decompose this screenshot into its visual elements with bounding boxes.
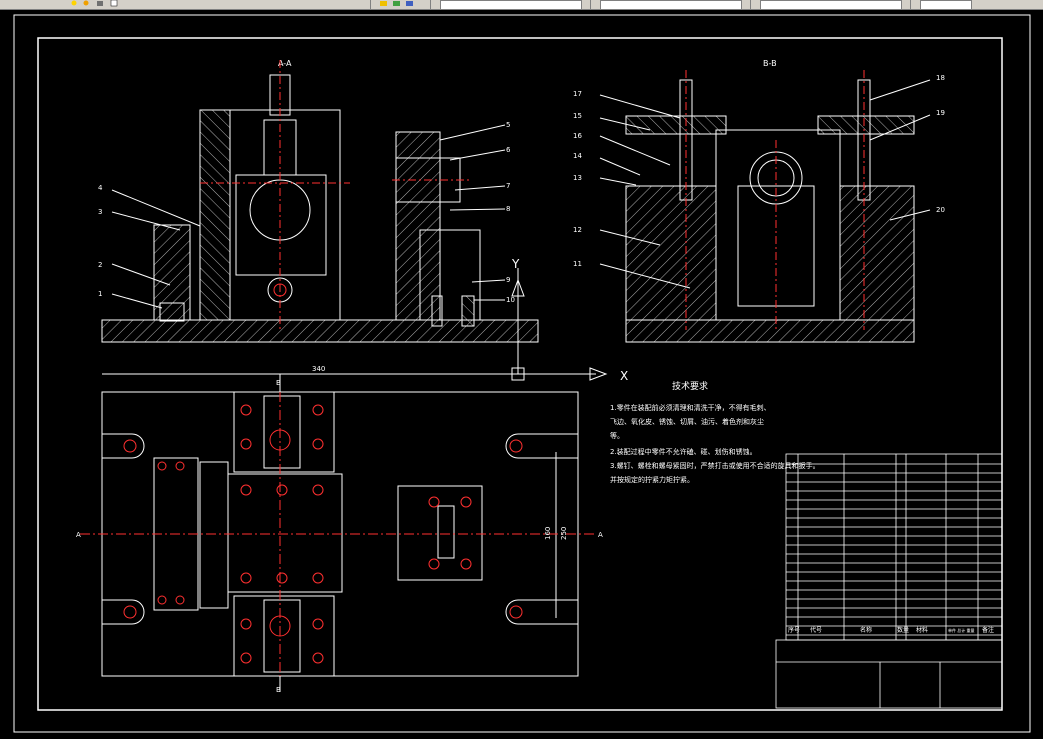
callout-13: 13 <box>573 174 582 182</box>
callout-17: 17 <box>573 90 582 98</box>
callout-20: 20 <box>936 206 945 214</box>
bom-header-name: 名称 <box>860 626 872 634</box>
callout-10: 10 <box>506 296 515 304</box>
dim-width: 340 <box>312 365 325 373</box>
callout-16: 16 <box>573 132 582 140</box>
section-b-b-view: B-B <box>599 59 931 343</box>
tech-line-1: 1.零件在装配前必须清理和清洗干净，不得有毛刺、 <box>610 403 771 412</box>
section-marker-b-top: B <box>276 379 281 387</box>
inner-frame <box>37 37 1003 711</box>
layer-state-icon[interactable] <box>406 0 414 7</box>
color-swatch-icon[interactable] <box>110 0 118 7</box>
bom-header-code: 代号 <box>810 626 822 634</box>
callout-1: 1 <box>98 290 102 298</box>
section-a-callouts: 4 3 2 1 5 6 7 8 9 10 <box>98 121 515 304</box>
outer-frame <box>13 14 1031 733</box>
lineweight-control-dropdown[interactable] <box>760 0 902 9</box>
layer-previous-icon[interactable] <box>393 0 401 7</box>
toolbar-layer-name <box>150 0 190 8</box>
callout-4: 4 <box>98 184 103 192</box>
callout-15: 15 <box>573 112 582 120</box>
plotstyle-control-dropdown[interactable] <box>920 0 972 9</box>
cad-drawing: A-A <box>13 14 1031 733</box>
callout-3: 3 <box>98 208 102 216</box>
bom-header-index: 序号 <box>788 626 800 634</box>
toolbar-separator <box>370 0 371 9</box>
section-b-callouts: 17 15 16 14 13 12 11 18 19 20 <box>573 74 945 268</box>
callout-5: 5 <box>506 121 510 129</box>
color-control-dropdown[interactable] <box>440 0 582 9</box>
plan-holes <box>80 392 596 676</box>
toolbar-separator <box>430 0 431 9</box>
bom-table <box>775 453 1003 709</box>
toolbar-separator <box>750 0 751 9</box>
lock-icon[interactable] <box>96 0 104 7</box>
callout-9: 9 <box>506 276 510 284</box>
callout-19: 19 <box>936 109 945 117</box>
bom-header-qty: 数量 <box>897 626 909 634</box>
bom-header-material: 材料 <box>916 626 928 634</box>
callout-6: 6 <box>506 146 511 154</box>
tech-title: 技术要求 <box>672 380 708 392</box>
callout-14: 14 <box>573 152 582 160</box>
section-marker-b-bottom: B <box>276 686 281 694</box>
plan-view <box>101 373 579 692</box>
tech-line-5: 3.螺钉、螺栓和螺母紧固时，严禁打击或使用不合适的旋具和扳手。 <box>610 461 820 470</box>
section-marker-a-left: A <box>76 531 81 539</box>
dim-height-outer: 250 <box>560 527 568 540</box>
callout-18: 18 <box>936 74 945 82</box>
tech-line-3: 等。 <box>610 431 624 440</box>
section-a-label: A-A <box>278 59 292 68</box>
layer-icon[interactable] <box>380 0 388 7</box>
callout-12: 12 <box>573 226 582 234</box>
toolbar-layer-dropdown[interactable] <box>8 0 38 8</box>
callout-2: 2 <box>98 261 102 269</box>
toolbar-separator <box>590 0 591 9</box>
ucs-y-label: Y <box>511 257 520 271</box>
drawing-canvas[interactable]: A-A <box>0 10 1043 739</box>
tech-line-4: 2.装配过程中零件不允许磕、碰、划伤和锈蚀。 <box>610 447 757 456</box>
callout-7: 7 <box>506 182 510 190</box>
ucs-x-label: X <box>620 369 628 383</box>
bom-header: 序号 代号 名称 数量 材料 单件 总计 重量 备注 <box>788 626 994 634</box>
tech-line-2: 飞边、氧化皮、锈蚀、切屑、油污、着色剂和灰尘 <box>610 417 764 426</box>
technical-requirements: 技术要求 1.零件在装配前必须清理和清洗干净，不得有毛刺、 飞边、氧化皮、锈蚀、… <box>610 380 820 484</box>
tech-line-6: 并按规定的拧紧力矩拧紧。 <box>610 475 694 484</box>
section-b-label: B-B <box>763 59 777 68</box>
bom-header-remark: 备注 <box>982 626 994 634</box>
bom-header-weight: 单件 总计 重量 <box>948 627 975 633</box>
autocad-toolbar <box>0 0 1043 10</box>
toolbar-separator <box>910 0 911 9</box>
linetype-control-dropdown[interactable] <box>600 0 742 9</box>
section-marker-a-right: A <box>598 531 603 539</box>
dim-height-inner: 160 <box>544 527 552 540</box>
callout-11: 11 <box>573 260 582 268</box>
lightbulb-icon[interactable] <box>70 0 78 7</box>
section-a-a-view: A-A <box>101 59 539 343</box>
sun-icon[interactable] <box>82 0 90 7</box>
plan-dimensions: 340 250 160 A A B B <box>76 365 603 694</box>
callout-8: 8 <box>506 205 510 213</box>
